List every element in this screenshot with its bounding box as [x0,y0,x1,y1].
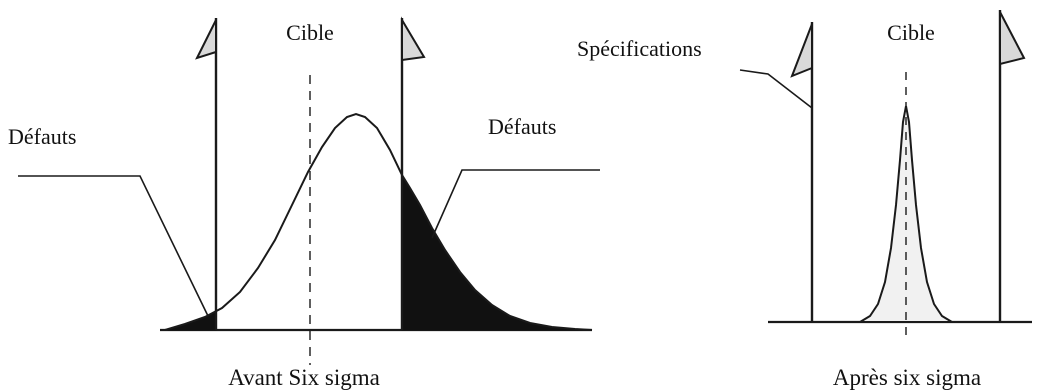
before-six-sigma-panel: Cible Défauts Défauts Avant Six sigma [8,16,600,390]
right-defect-area [401,173,593,331]
specs-leader [739,69,813,109]
defects-left-label: Défauts [8,124,76,149]
right-panel-left-spec-flag [790,23,813,78]
left-target-label: Cible [286,20,334,45]
defects-left-leader [18,175,209,317]
left-spec-flag [195,19,217,60]
right-panel-right-spec-flag [999,11,1026,66]
right-spec-flag [401,16,426,62]
before-caption: Avant Six sigma [228,365,380,390]
after-caption: Après six sigma [833,365,981,390]
defects-right-label: Défauts [488,114,556,139]
wide-distribution-curve [164,112,593,331]
defects-right-leader [431,169,600,239]
specs-label: Spécifications [577,36,702,61]
right-target-label: Cible [887,20,935,45]
after-six-sigma-panel: Spécifications Cible Après six sigma [577,10,1032,390]
